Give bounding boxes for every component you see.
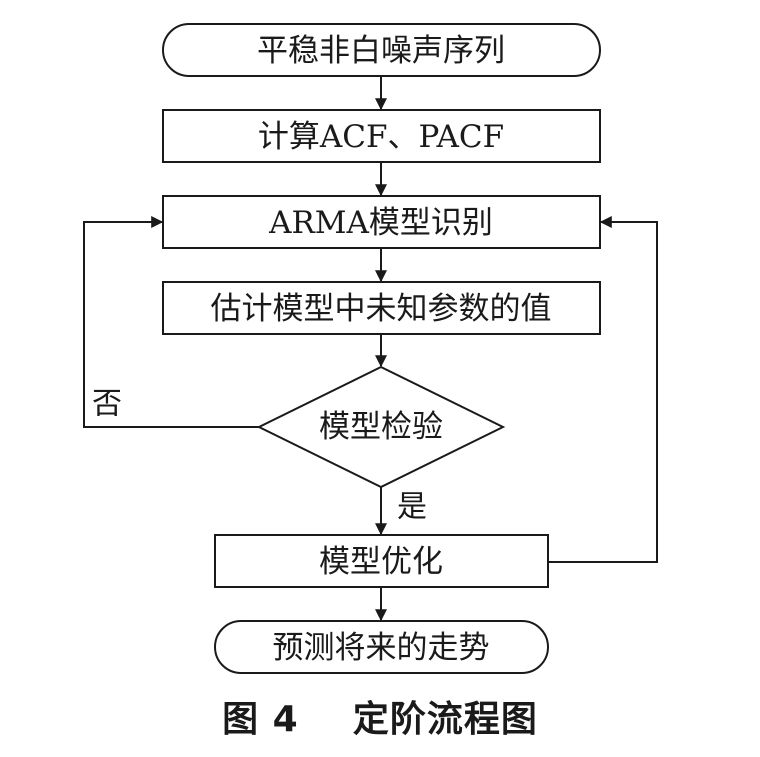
- figure-caption: 图 4 定阶流程图: [222, 699, 538, 740]
- start-node: 平稳非白噪声序列: [162, 23, 601, 77]
- identify-node: ARMA模型识别: [162, 195, 601, 249]
- arrow-no-branch: [83, 216, 259, 428]
- optimize-node: 模型优化: [214, 534, 549, 588]
- estimate-node: 估计模型中未知参数的值: [162, 281, 601, 335]
- yes-branch-label: 是: [397, 490, 427, 525]
- flowchart: 平稳非白噪声序列 计算ACF、PACF ARMA模型识别 估计模型中未知参数的值…: [83, 23, 658, 674]
- end-node: 预测将来的走势: [214, 620, 549, 674]
- check-node-label: 模型检验: [319, 409, 443, 445]
- end-node-label: 预测将来的走势: [273, 630, 490, 666]
- check-decision-node: 模型检验: [256, 365, 506, 489]
- identify-node-label: ARMA模型识别: [268, 205, 493, 241]
- arrow-optimize-loop: [548, 216, 658, 563]
- no-branch-label: 否: [92, 387, 122, 422]
- estimate-node-label: 估计模型中未知参数的值: [211, 291, 552, 327]
- acf-node-label: 计算ACF、PACF: [258, 119, 504, 155]
- acf-node: 计算ACF、PACF: [162, 109, 601, 163]
- start-node-label: 平稳非白噪声序列: [257, 33, 505, 69]
- optimize-node-label: 模型优化: [319, 544, 443, 580]
